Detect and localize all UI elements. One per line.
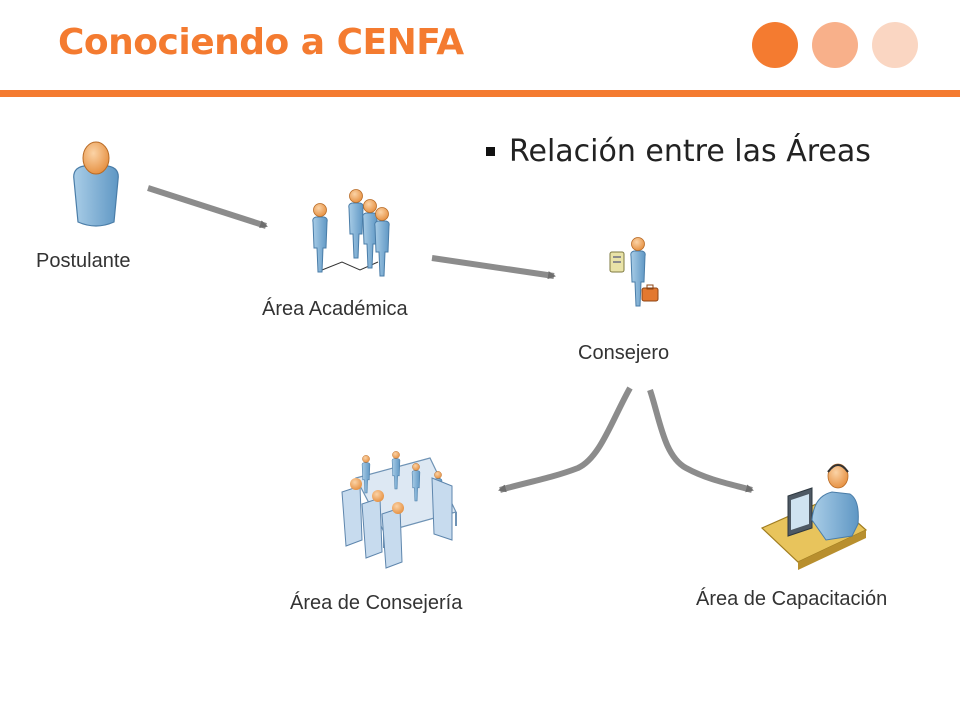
arrow-consejero-capacitacion bbox=[647, 389, 754, 493]
node-label-postulante: Postulante bbox=[36, 250, 131, 272]
node-label-area-capacitacion: Área de Capacitación bbox=[696, 588, 888, 610]
computer-workstation-icon bbox=[760, 463, 868, 570]
node-label-area-consejeria: Área de Consejería bbox=[290, 592, 463, 614]
node-label-area-academica: Área Académica bbox=[262, 298, 408, 320]
decor-dot-2 bbox=[812, 22, 858, 68]
slide-title: Conociendo a CENFA bbox=[58, 22, 464, 63]
arrow-consejero-consejeria bbox=[498, 386, 633, 493]
title-underline bbox=[0, 90, 960, 97]
advisor-briefcase-icon bbox=[609, 237, 659, 307]
arrow-academica-consejero bbox=[431, 255, 556, 280]
bullet-item: Relación entre las Áreas bbox=[486, 134, 871, 169]
people-group-icon bbox=[312, 189, 390, 277]
edge-arrows bbox=[147, 185, 754, 493]
decor-dot-3 bbox=[872, 22, 918, 68]
person-icon bbox=[73, 141, 119, 227]
arrow-postulante-academica bbox=[147, 185, 268, 229]
decor-dot-1 bbox=[752, 22, 798, 68]
square-bullet-icon bbox=[486, 147, 495, 156]
meeting-table-icon bbox=[341, 451, 457, 569]
node-label-consejero: Consejero bbox=[578, 342, 670, 364]
bullet-text: Relación entre las Áreas bbox=[509, 134, 871, 169]
